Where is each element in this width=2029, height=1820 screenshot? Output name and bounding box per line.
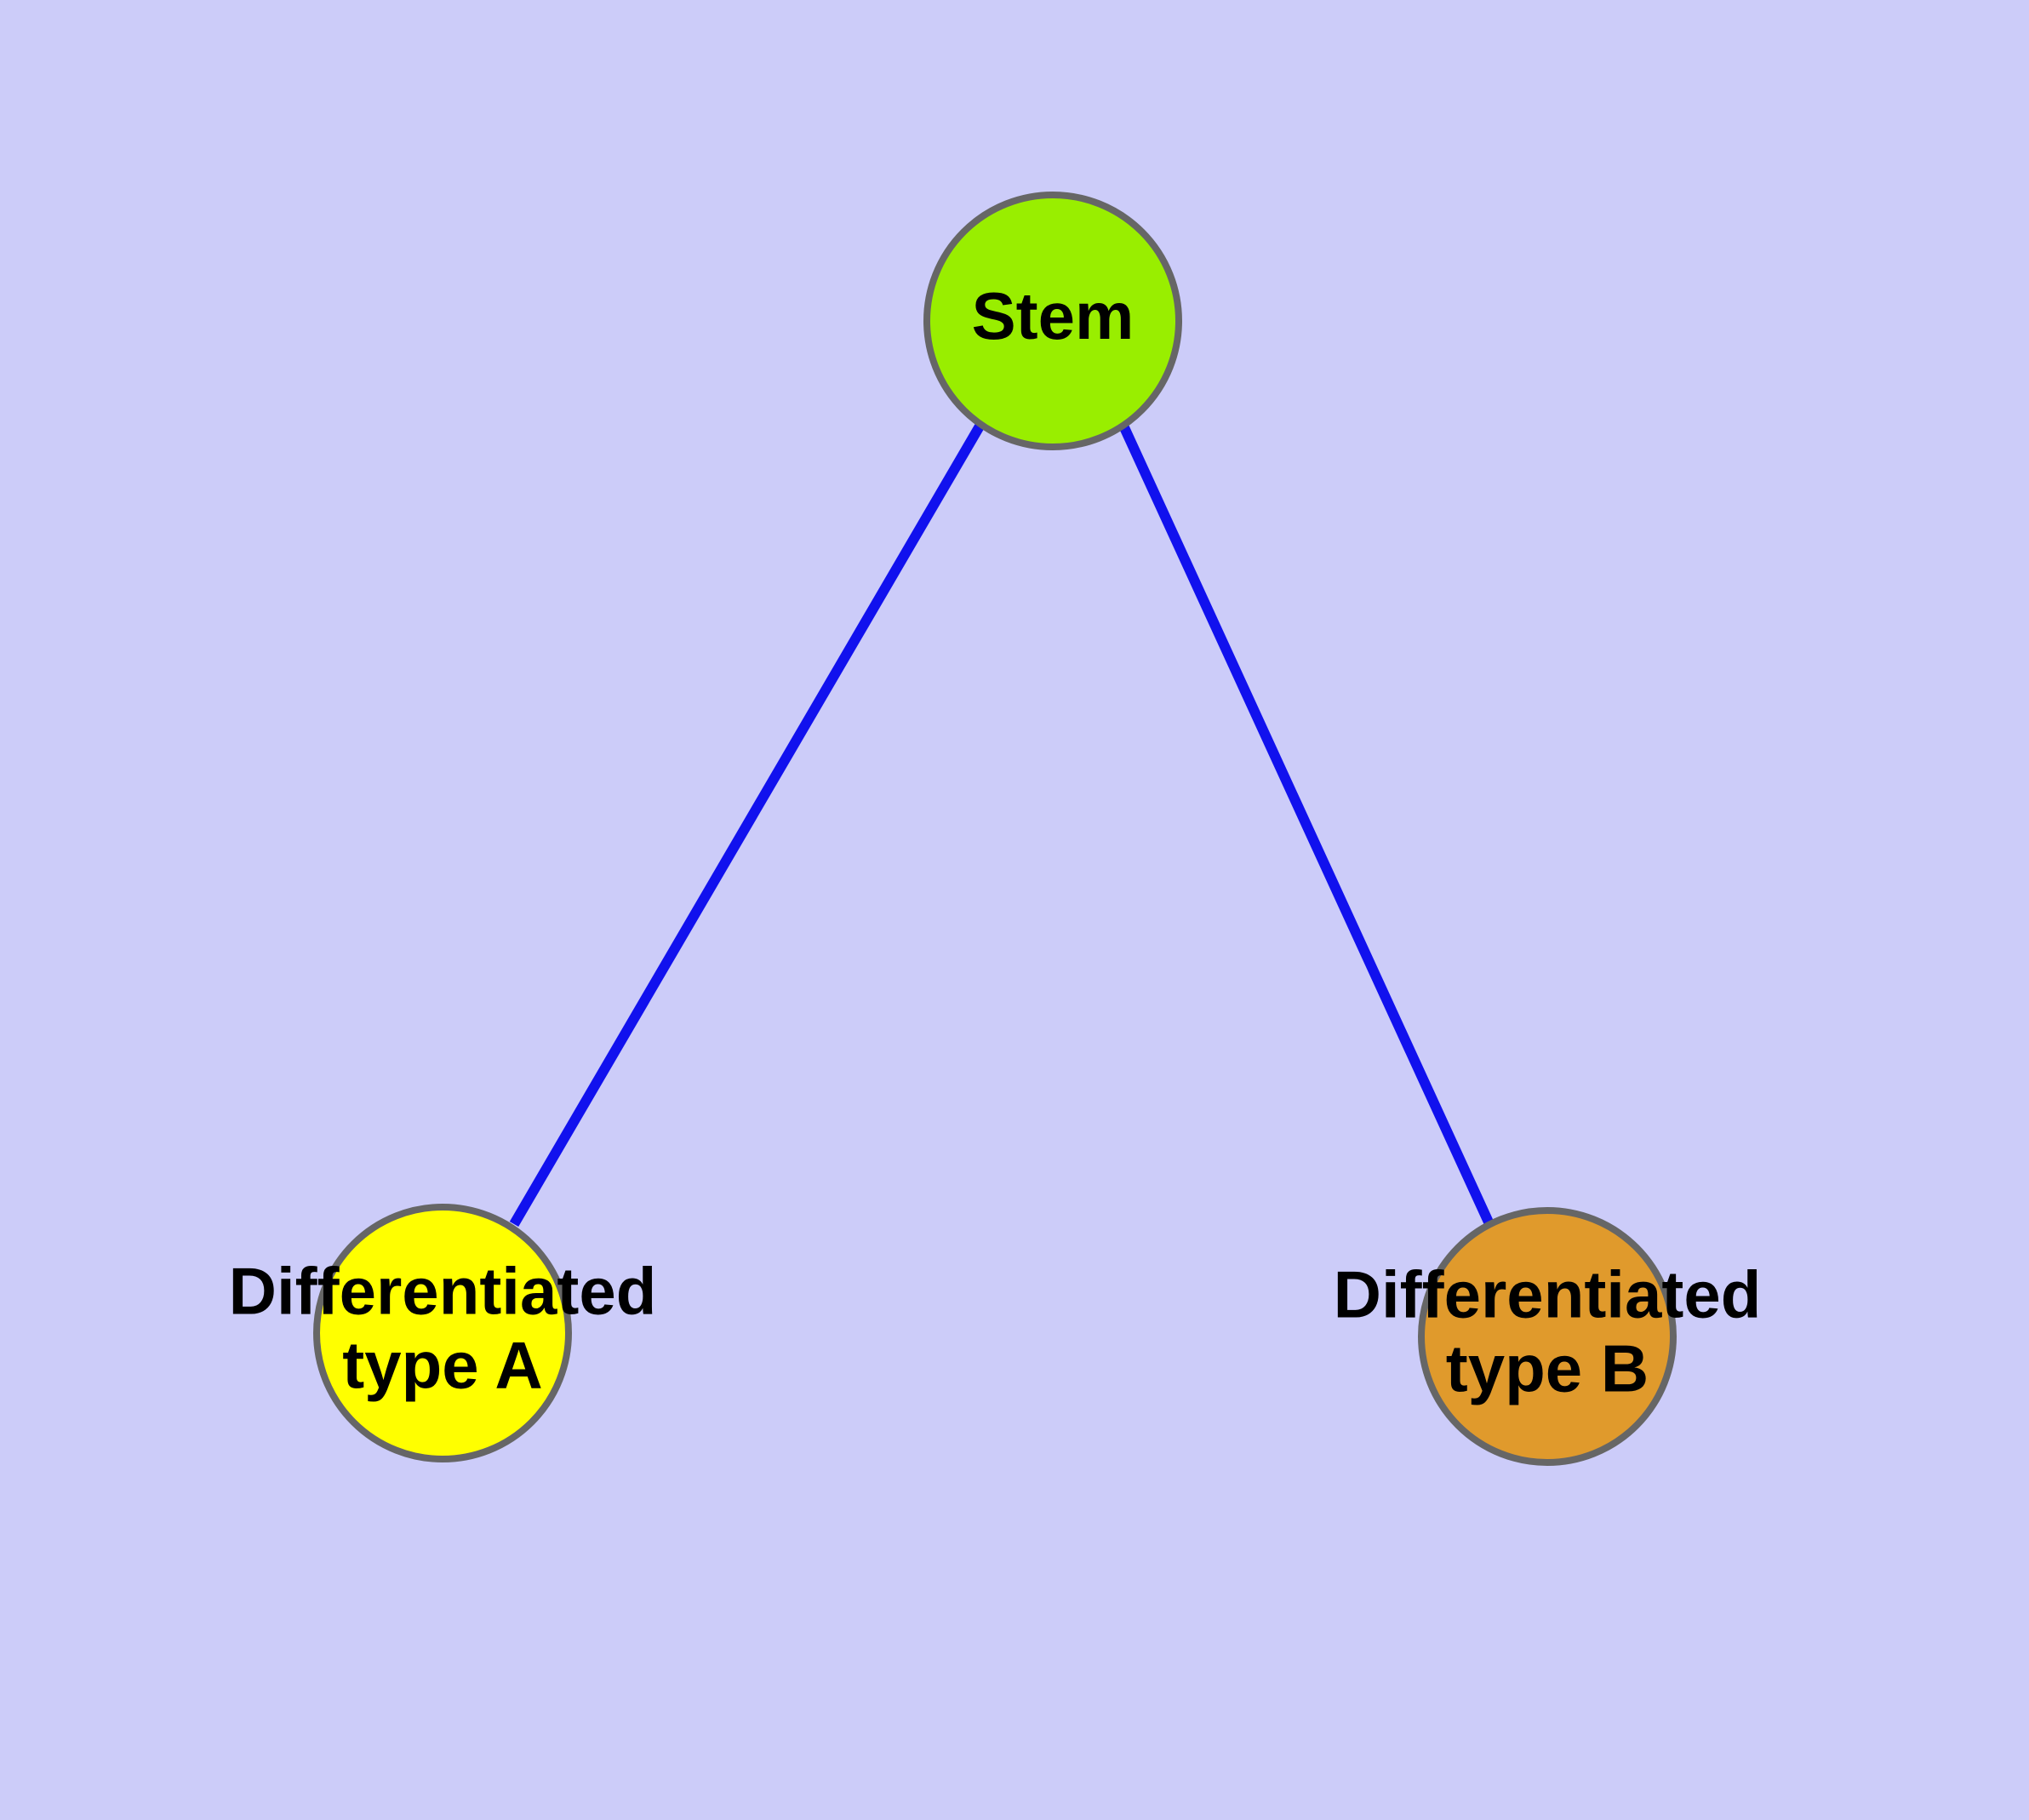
node-diff-b[interactable] — [1418, 1207, 1677, 1466]
edge-stem-to-diff-a — [509, 421, 986, 1228]
node-stem[interactable] — [923, 192, 1182, 450]
edge-stem-to-diff-b — [1118, 423, 1495, 1228]
node-diff-b-circle[interactable] — [1418, 1207, 1677, 1466]
node-diff-a-circle[interactable] — [313, 1204, 572, 1462]
node-stem-label: Stem — [972, 278, 1135, 353]
edge-layer — [509, 421, 1495, 1228]
node-diff-a[interactable] — [313, 1204, 572, 1462]
node-stem-circle[interactable] — [923, 192, 1182, 450]
node-layer — [313, 192, 1677, 1466]
